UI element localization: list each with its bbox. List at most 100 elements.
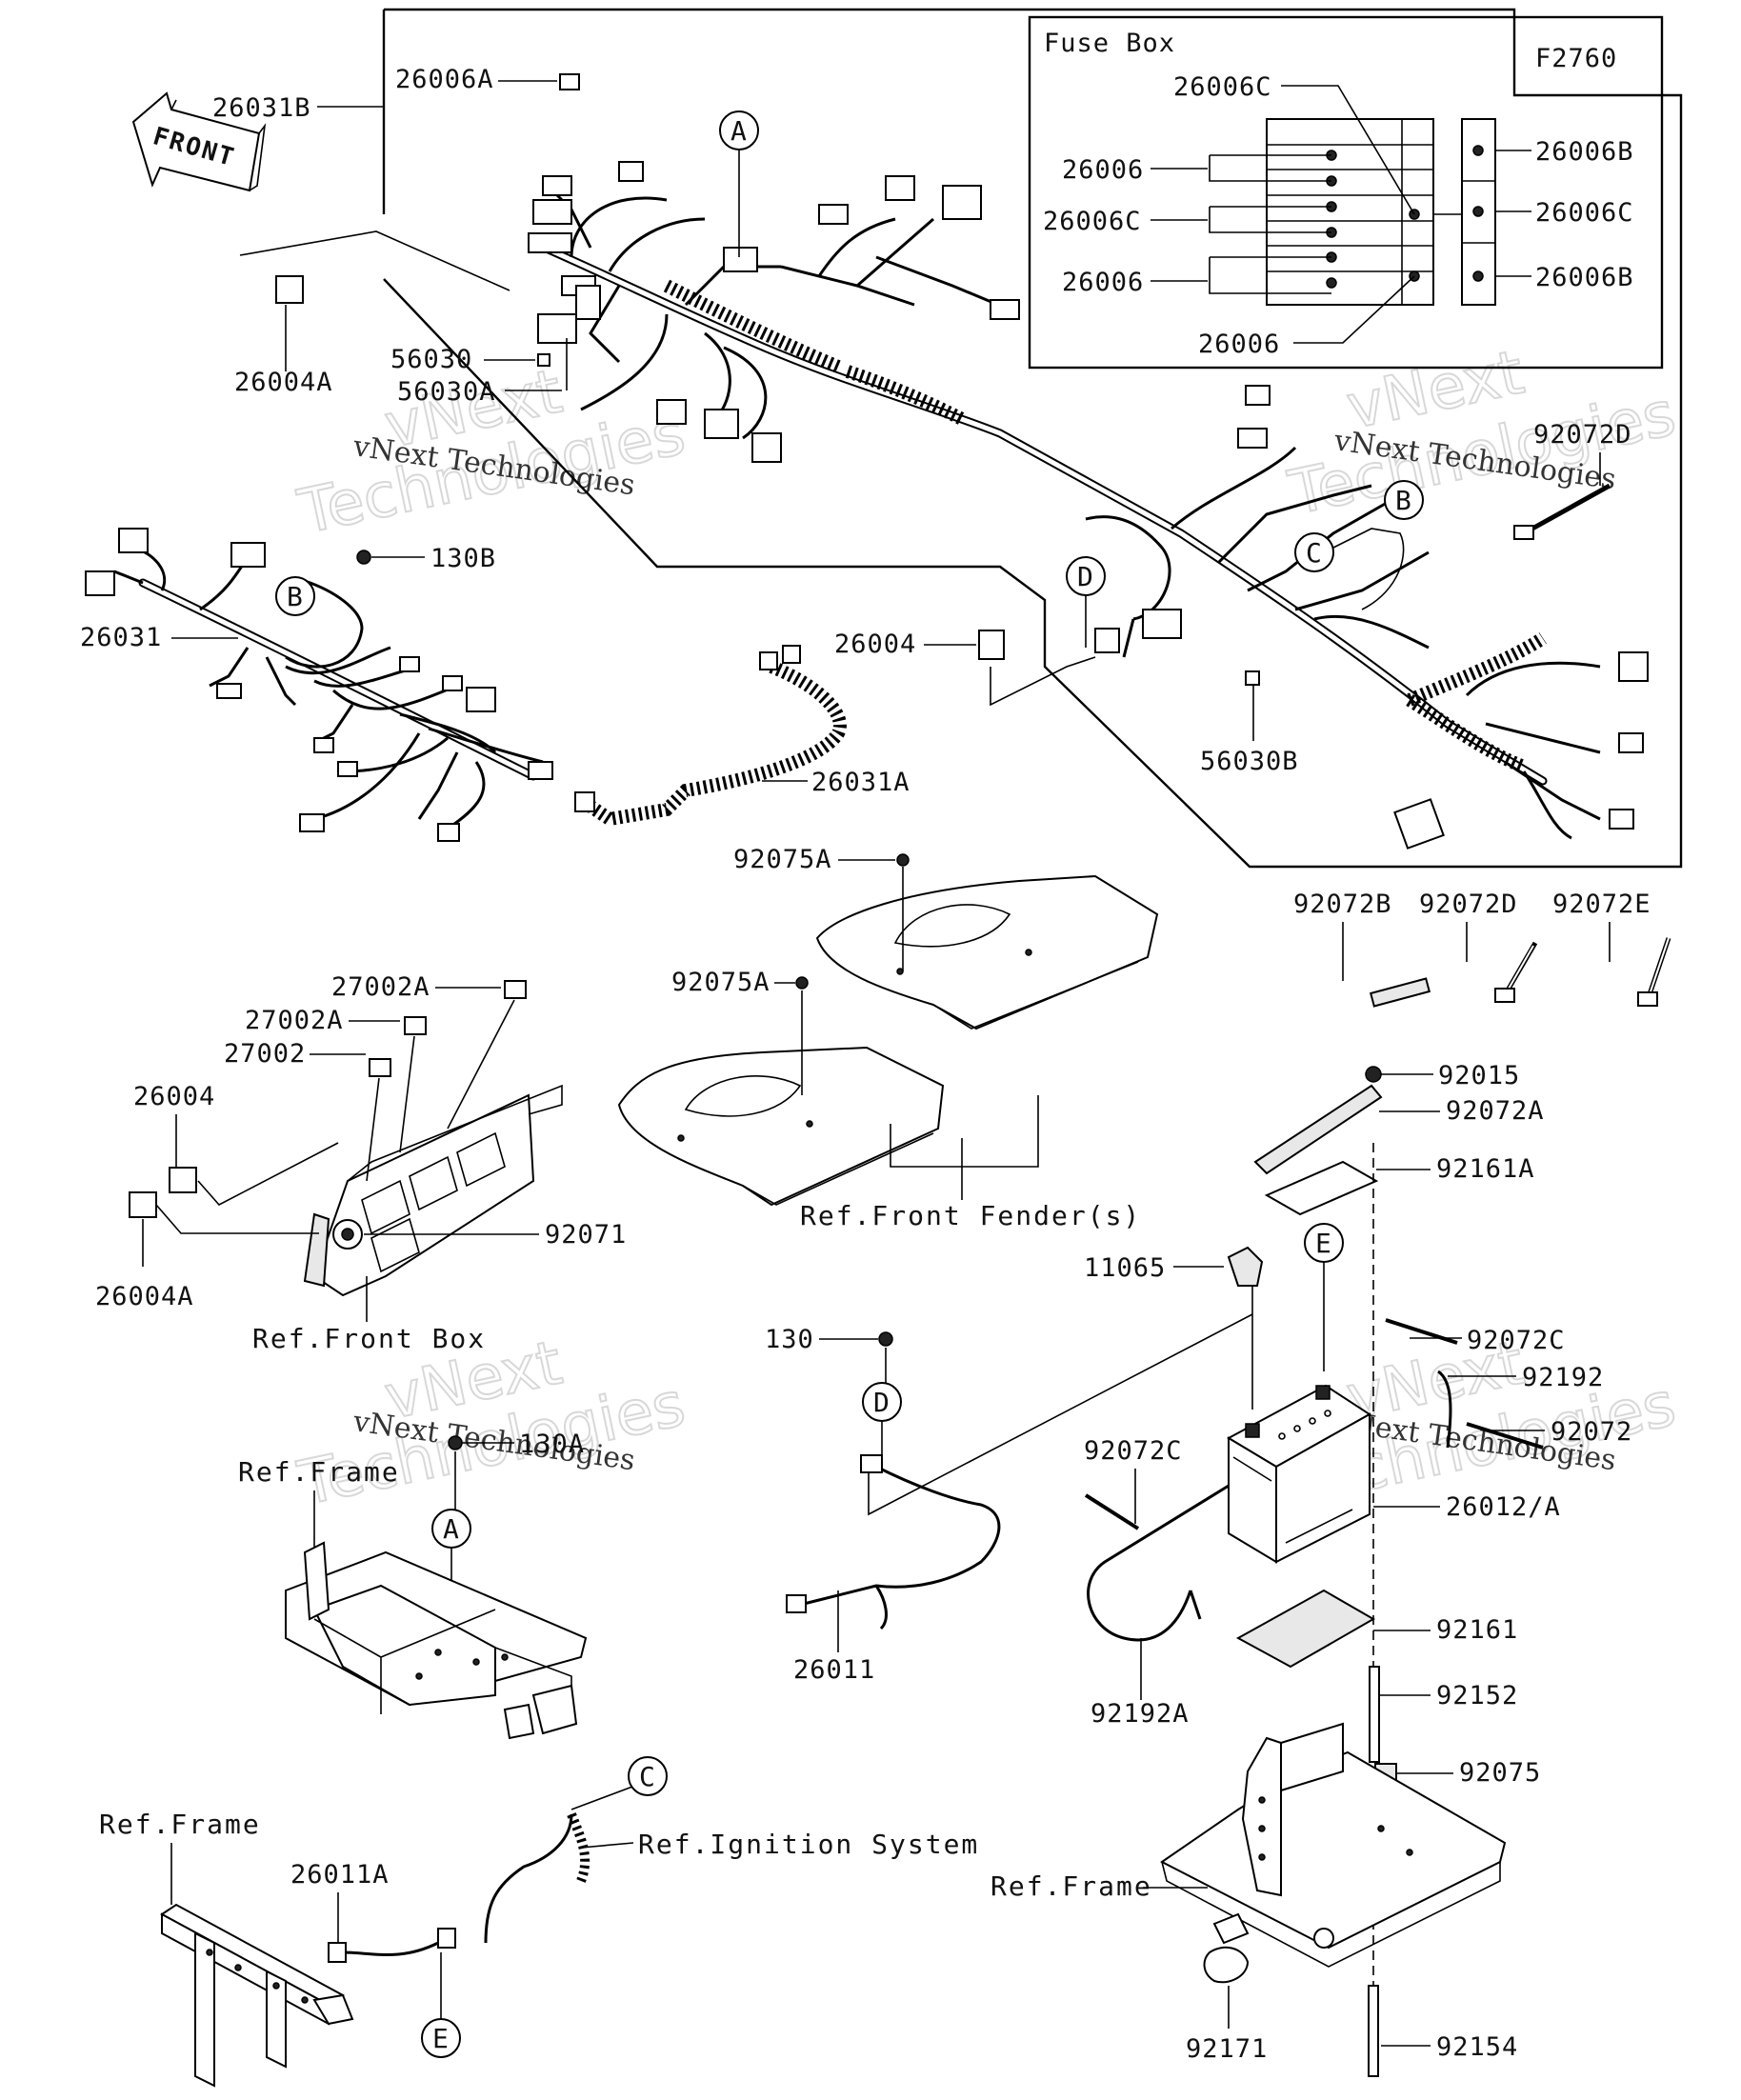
harness-corrugated xyxy=(845,365,966,426)
tie-92072C-right xyxy=(1385,1318,1458,1345)
battery-terminal xyxy=(1245,1423,1260,1438)
tie-92072D-top xyxy=(1522,483,1611,536)
label-26011: 26011 xyxy=(793,1655,875,1685)
leader-26004A-top xyxy=(239,230,510,291)
connector xyxy=(542,175,572,196)
connector xyxy=(1609,809,1634,830)
front-box-top xyxy=(347,1084,563,1182)
nut-92015 xyxy=(1365,1066,1382,1083)
fender-panel xyxy=(617,1046,945,1207)
cable-26011-branch xyxy=(874,1585,888,1630)
holder-92171 xyxy=(1203,1946,1250,1984)
battery-ribs xyxy=(1232,1456,1353,1544)
tray-hole xyxy=(1258,1825,1266,1832)
label-ref-frame-2: Ref.Frame xyxy=(99,1809,261,1840)
label-56030B: 56030B xyxy=(1200,747,1299,776)
frame-plate xyxy=(312,1584,496,1707)
battery-cell-cap xyxy=(1293,1425,1301,1432)
leader-26004A-left-2 xyxy=(155,1204,319,1234)
label-92072D-mid: 92072D xyxy=(1419,890,1518,919)
connector xyxy=(751,432,782,463)
rod-92152 xyxy=(1369,1666,1380,1763)
tube-26031A xyxy=(577,660,847,827)
connector xyxy=(656,399,687,425)
label-92161A: 92161A xyxy=(1436,1154,1535,1184)
relay-27002 xyxy=(369,1058,391,1077)
label-fuse-26006C-top: 26006C xyxy=(1173,72,1272,102)
connector xyxy=(118,528,149,553)
callout-A-top-letter: A xyxy=(730,115,747,147)
connector-26004A-left xyxy=(129,1191,157,1218)
label-92072C-mid: 92072C xyxy=(1084,1436,1183,1466)
tie-92072D-mid-inner xyxy=(1504,945,1534,996)
label-fuse-26006-1: 26006 xyxy=(1062,155,1144,185)
rod-92154 xyxy=(1368,1985,1379,2077)
label-92072D-top: 92072D xyxy=(1533,420,1632,450)
front-box-relay-panel xyxy=(303,980,563,1297)
main-harness-frame xyxy=(383,8,1683,869)
label-92075: 92075 xyxy=(1459,1758,1541,1788)
relay-27002A-1 xyxy=(504,980,527,999)
frame-hole xyxy=(434,1649,442,1656)
label-fuse-26006C-left: 26006C xyxy=(1043,207,1142,236)
label-26031: 26031 xyxy=(80,623,162,652)
fender-hole xyxy=(896,968,904,975)
frame-beam xyxy=(160,1903,345,2007)
fender-panel xyxy=(815,874,1159,1030)
frame-post xyxy=(303,1541,330,1621)
label-ref-front-box: Ref.Front Box xyxy=(252,1323,486,1354)
fender-hole xyxy=(677,1134,685,1142)
front-arrow-icon xyxy=(131,91,261,192)
connector xyxy=(1618,651,1649,682)
label-ref-frame-3: Ref.Frame xyxy=(991,1870,1152,1902)
fender-hole xyxy=(1025,949,1032,956)
connector xyxy=(216,683,242,699)
tray-hole xyxy=(1258,1853,1266,1861)
harness-branches xyxy=(550,189,1011,440)
cap-11065 xyxy=(1227,1246,1264,1287)
callout-circle xyxy=(1384,480,1424,520)
connector xyxy=(299,813,325,832)
connector-26004-mid xyxy=(978,630,1005,660)
connector xyxy=(437,823,460,842)
frame-hole xyxy=(272,1982,280,1990)
front-arrow-shade xyxy=(170,99,267,191)
tie-92072E-inner xyxy=(1647,937,1670,1001)
frame-end xyxy=(312,1993,354,2026)
label-92152: 92152 xyxy=(1436,1681,1518,1710)
frame-section-1 xyxy=(285,1541,588,1740)
connector xyxy=(885,175,915,201)
clip-92075A-2 xyxy=(795,976,809,990)
connector xyxy=(759,651,778,670)
strap-92072A xyxy=(1253,1084,1383,1175)
front-fender-right xyxy=(815,874,1159,1030)
tray-hole xyxy=(1406,1849,1413,1856)
tray-floor xyxy=(1160,1750,1507,1950)
relay-27002A-2 xyxy=(404,1016,427,1035)
frame-hole xyxy=(301,1996,309,2004)
battery-cell-cap xyxy=(1324,1410,1331,1417)
leader-26004-left-2 xyxy=(197,1142,339,1206)
frame-hole xyxy=(501,1653,509,1661)
callout-C-bottom-letter: C xyxy=(639,1761,655,1792)
label-56030: 56030 xyxy=(390,345,472,374)
label-26004A-top: 26004A xyxy=(234,368,333,397)
callout-E-battery-letter: E xyxy=(1315,1228,1331,1259)
clamp-92072B xyxy=(1369,977,1431,1008)
tray-hole xyxy=(1258,1796,1266,1804)
label-130B: 130B xyxy=(430,544,496,573)
connector xyxy=(1094,628,1120,653)
fuse-box-body xyxy=(1266,118,1434,306)
harness-corrugated xyxy=(1407,632,1547,707)
pad-92161A xyxy=(1264,1160,1379,1216)
cable-26011-end xyxy=(786,1594,807,1613)
label-fuse-26006C-right: 26006C xyxy=(1535,198,1634,228)
connector xyxy=(1393,798,1445,850)
label-92071: 92071 xyxy=(545,1220,627,1250)
harness-corrugated xyxy=(663,279,841,373)
cable-92192 xyxy=(1437,1370,1452,1449)
label-92075A-1: 92075A xyxy=(733,845,832,874)
label-92192: 92192 xyxy=(1522,1363,1604,1392)
callout-D-mid-letter: D xyxy=(873,1387,890,1418)
callout-leader xyxy=(1332,528,1405,610)
